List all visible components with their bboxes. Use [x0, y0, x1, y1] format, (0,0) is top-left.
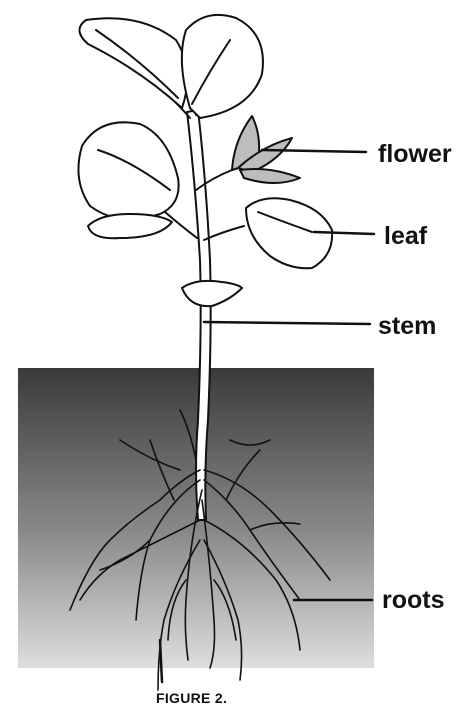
label-flower: flower: [378, 142, 452, 167]
label-roots: roots: [382, 588, 445, 613]
leaf-left-large: [78, 122, 178, 219]
label-stem: stem: [378, 314, 436, 339]
leaf-top-left: [79, 18, 187, 108]
leaf-left-lower: [88, 214, 172, 238]
label-leaf: leaf: [384, 224, 427, 249]
leaf-small: [182, 281, 242, 306]
figure-caption: FIGURE 2.: [156, 690, 227, 706]
leaf-top-right: [182, 15, 263, 118]
